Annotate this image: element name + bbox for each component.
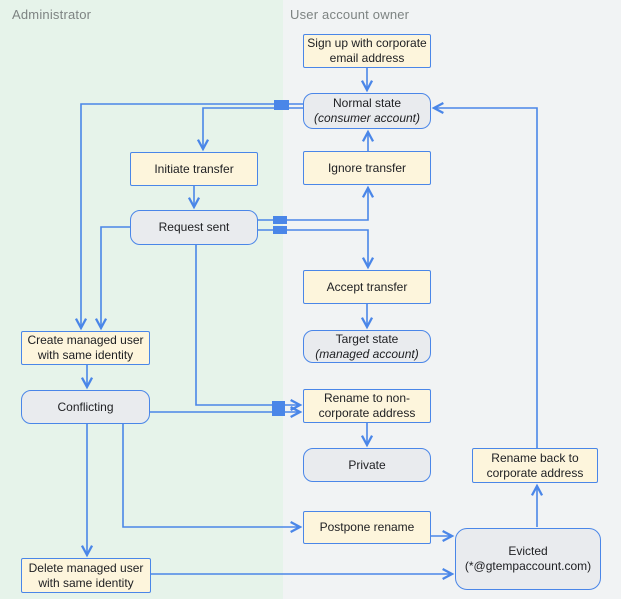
- node-evicted: Evicted (*@gtempaccount.com): [455, 528, 601, 590]
- node-label: Initiate transfer: [154, 161, 234, 176]
- node-rename-back: Rename back to corporate address: [472, 448, 598, 483]
- node-label: Create managed user with same identity: [27, 333, 144, 362]
- node-normal-state: Normal state (consumer account): [303, 93, 431, 129]
- node-target-state: Target state (managed account): [303, 330, 431, 363]
- node-sign-up: Sign up with corporate email address: [303, 34, 431, 68]
- node-sublabel: (managed account): [315, 346, 419, 361]
- node-label: Private: [348, 457, 386, 472]
- node-accept-transfer: Accept transfer: [303, 270, 431, 304]
- owner-lane-header: User account owner: [290, 7, 410, 22]
- node-label: Normal state: [332, 96, 402, 110]
- node-label: Request sent: [158, 220, 230, 234]
- node-postpone-rename: Postpone rename: [303, 511, 431, 544]
- node-ignore-transfer: Ignore transfer: [303, 151, 431, 185]
- node-label: Accept transfer: [326, 279, 408, 294]
- node-label: Ignore transfer: [327, 160, 407, 175]
- node-create-managed-user: Create managed user with same identity: [21, 331, 150, 365]
- node-label: Target state: [335, 331, 399, 346]
- node-label: Evicted: [508, 544, 548, 558]
- node-sublabel: (*@gtempaccount.com): [464, 559, 592, 573]
- administrator-lane-header: Administrator: [12, 7, 92, 22]
- node-label: Delete managed user with same identity: [28, 560, 144, 590]
- node-label: Rename to non-corporate address: [318, 391, 416, 420]
- node-initiate-transfer: Initiate transfer: [130, 152, 258, 186]
- node-rename-noncorporate: Rename to non-corporate address: [303, 389, 431, 423]
- node-label: Sign up with corporate email address: [307, 36, 427, 65]
- node-label: Postpone rename: [319, 520, 415, 534]
- administrator-lane: [0, 0, 283, 599]
- node-sublabel: (consumer account): [313, 111, 421, 125]
- node-conflicting: Conflicting: [21, 390, 150, 424]
- node-delete-managed-user: Delete managed user with same identity: [21, 558, 151, 593]
- node-label: Conflicting: [57, 399, 114, 414]
- node-label: Rename back to corporate address: [486, 450, 584, 480]
- node-private: Private: [303, 448, 431, 482]
- node-request-sent: Request sent: [130, 210, 258, 245]
